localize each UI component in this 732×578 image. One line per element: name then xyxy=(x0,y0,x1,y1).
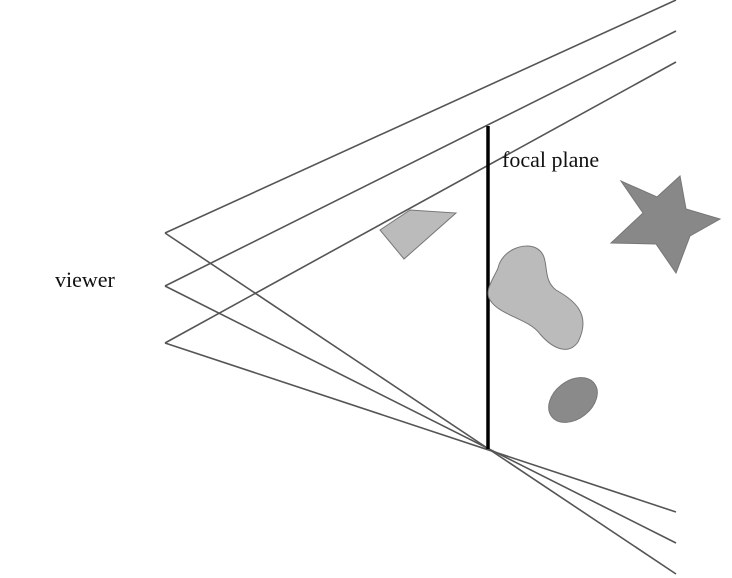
light-gray-quadrilateral xyxy=(379,209,458,260)
viewer-label: viewer xyxy=(55,267,116,292)
ray-v2-top xyxy=(164,30,677,287)
ray-v3-top xyxy=(164,61,677,344)
light-gray-blob xyxy=(487,245,584,350)
ray-v3-bottom xyxy=(164,342,677,513)
ray-v1-bottom xyxy=(164,232,677,575)
ray-v2-bottom xyxy=(164,285,677,544)
dark-gray-ellipse xyxy=(548,377,598,423)
view-rays xyxy=(164,0,677,575)
ray-v1-top xyxy=(164,0,677,234)
dark-gray-star xyxy=(609,175,722,275)
focal-plane-label: focal plane xyxy=(502,147,599,172)
